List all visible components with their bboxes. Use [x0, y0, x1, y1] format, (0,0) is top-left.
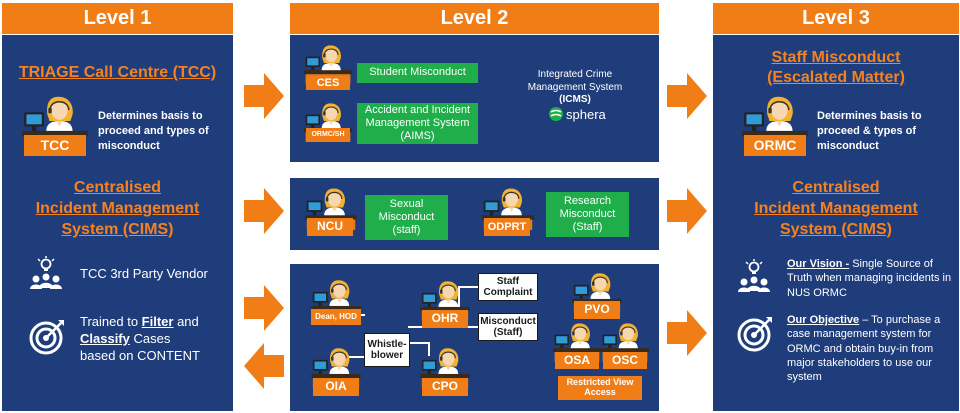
l1-cims-title-line2: Incident Management	[35, 199, 200, 217]
objective-label: Our Objective	[787, 314, 860, 326]
connector-line	[458, 326, 478, 328]
osa-label: OSA	[555, 352, 599, 369]
vision-label: Our Vision -	[787, 258, 850, 270]
connector-line	[458, 286, 478, 288]
restricted-view-box: Restricted View Access	[558, 376, 642, 400]
staff-title-line1: Staff Misconduct	[771, 49, 901, 66]
filter-word: Filter	[141, 314, 174, 329]
ormc-description: Determines basis to proceed & types of m…	[817, 110, 922, 152]
staff-misconduct-title: Staff Misconduct (Escalated Matter)	[713, 48, 959, 88]
odprt-label: ODPRT	[484, 218, 530, 236]
vision-text: Our Vision - Single Source of Truth when…	[787, 257, 953, 300]
arrow-right-icon	[244, 285, 284, 331]
whistleblower-box: Whistle-blower	[364, 333, 410, 367]
arrow-right-icon	[244, 73, 284, 119]
trained-prefix: Trained to	[80, 314, 142, 329]
l1-cims-title-line3: System (CIMS)	[61, 220, 174, 238]
ohr-label: OHR	[422, 310, 468, 328]
research-misconduct-box: Research Misconduct (Staff)	[546, 192, 629, 237]
staff-complaint-box: Staff Complaint	[478, 273, 538, 301]
dean-hod-label: Dean, HOD	[311, 309, 361, 325]
trained-text: Trained to Filter and Classify Cases bas…	[80, 314, 230, 365]
level2-header: Level 2	[290, 3, 659, 34]
tcc-description: Determines basis to proceed and types of…	[98, 110, 209, 152]
ormc-label: ORMC	[744, 135, 806, 156]
l3-cims-title-line3: System (CIMS)	[779, 220, 893, 238]
l3-cims-title-line2: Incident Management	[754, 199, 918, 217]
target-icon	[28, 318, 66, 356]
sphera-text: sphera	[566, 106, 606, 122]
connector-line	[345, 356, 365, 358]
level3-panel	[713, 35, 959, 411]
level1-header: Level 1	[2, 3, 233, 34]
osc-label: OSC	[603, 352, 647, 369]
icms-line1: Integrated Crime	[537, 69, 613, 80]
sphera-logo: sphera	[548, 104, 618, 124]
objective-body: – To purchase a case management system f…	[787, 314, 941, 384]
arrow-right-icon	[667, 188, 707, 234]
connector-line	[408, 342, 430, 344]
level3-header: Level 3	[713, 3, 959, 34]
level1-panel	[2, 35, 233, 411]
student-misconduct-box: Student Misconduct	[357, 63, 478, 83]
connector-line	[428, 342, 430, 356]
l1-cims-title-line1: Centralised	[73, 179, 162, 196]
icms-text: Integrated Crime Management System (ICMS…	[520, 69, 630, 107]
icms-line3: (ICMS)	[559, 94, 591, 105]
vision-body: Single Source of Truth when managing inc…	[787, 258, 952, 299]
trained-and: and	[173, 314, 199, 329]
arrow-right-icon	[667, 73, 707, 119]
l1-cims-title: Centralised Incident Management System (…	[2, 178, 233, 240]
objective-text: Our Objective – To purchase a case manag…	[787, 313, 953, 384]
tcc-title: TRIAGE Call Centre (TCC)	[18, 64, 217, 81]
ces-label: CES	[306, 76, 350, 90]
ormc-sh-label: ORMC/SH	[306, 128, 350, 142]
people-bulb-icon	[736, 258, 772, 294]
ncu-label: NCU	[307, 218, 353, 236]
vendor-text: TCC 3rd Party Vendor	[80, 266, 208, 281]
trained-cases: Cases	[129, 330, 171, 346]
connector-line	[408, 326, 430, 328]
connector-line	[458, 286, 460, 322]
classify-word: Classify	[80, 330, 130, 346]
misconduct-staff-box: Misconduct (Staff)	[478, 313, 538, 341]
oia-label: OIA	[313, 378, 359, 396]
arrow-right-icon	[667, 310, 707, 356]
trained-content: based on CONTENT	[80, 347, 200, 363]
icms-line2: Management System	[527, 81, 623, 93]
target-icon	[736, 315, 774, 353]
people-bulb-icon	[28, 255, 64, 291]
pvo-label: PVO	[574, 301, 620, 319]
arrow-left-icon	[244, 343, 284, 389]
sexual-misconduct-box: Sexual Misconduct (staff)	[365, 195, 448, 240]
arrow-right-icon	[244, 188, 284, 234]
cpo-label: CPO	[422, 378, 468, 396]
aims-box: Accident and Incident Management System …	[357, 103, 478, 144]
sphera-logo-icon	[549, 107, 563, 121]
l3-cims-title: Centralised Incident Management System (…	[713, 178, 959, 240]
tcc-label: TCC	[24, 135, 86, 156]
l3-cims-title-line1: Centralised	[792, 179, 880, 196]
staff-title-line2: (Escalated Matter)	[767, 69, 905, 86]
